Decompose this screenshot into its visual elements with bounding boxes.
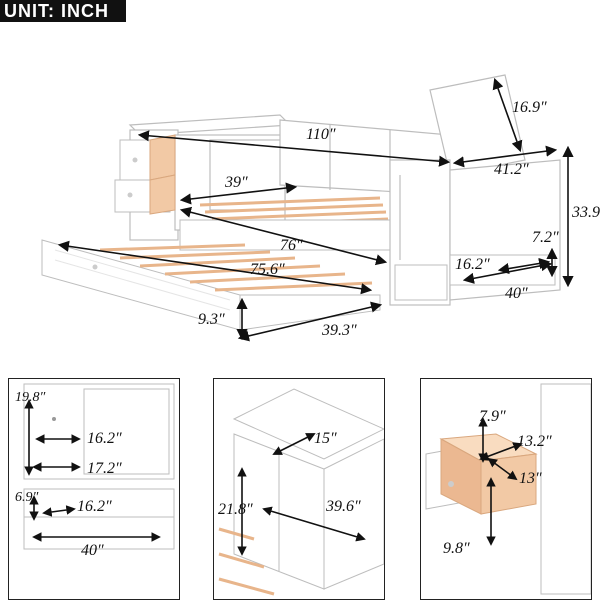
dim-right-height: 7.9″	[479, 408, 506, 425]
dim-length-overall: 110″	[306, 126, 336, 143]
dim-bed-width: 39″	[225, 174, 248, 191]
dimension-arrows	[57, 77, 574, 342]
dim-trundle-width: 39.3″	[322, 322, 357, 339]
dim-base-width: 40″	[505, 285, 528, 302]
dim-left-height-bottom: 6.9″	[15, 490, 39, 505]
dim-base-height: 7.2″	[532, 229, 559, 246]
unit-label: UNIT: INCH	[0, 0, 126, 22]
dim-lid-height: 16.9″	[512, 99, 547, 116]
detail-panel-right: 7.9″ 13.2″ 13″ 9.8″	[420, 378, 592, 600]
dim-left-width-bottom: 40″	[81, 542, 104, 559]
dim-middle-width: 39.6″	[326, 498, 361, 515]
dim-left-width-mid: 17.2″	[87, 460, 122, 477]
main-illustration	[41, 74, 574, 342]
dim-middle-depth: 15″	[314, 430, 337, 447]
dim-base-depth: 16.2″	[455, 256, 490, 273]
dim-trundle-height: 9.3″	[198, 311, 225, 328]
dim-right-depth: 13″	[519, 470, 542, 487]
detail-panel-middle: 15″ 21.8″ 39.6″	[213, 378, 385, 600]
dim-bed-length: 76″	[280, 237, 303, 254]
dim-left-depth-bottom: 16.2″	[77, 498, 112, 515]
dim-middle-height: 21.8″	[218, 501, 253, 518]
drawer-upper	[119, 134, 176, 181]
dim-right-width: 13.2″	[517, 433, 552, 450]
dim-trundle-length: 75.6″	[250, 261, 285, 278]
dim-left-depth-top: 16.2″	[87, 430, 122, 447]
dim-depth: 41.2″	[494, 161, 529, 178]
dim-right-front-height: 9.8″	[443, 540, 470, 557]
dim-height: 33.9″	[572, 204, 600, 221]
dim-left-height-top: 19.8″	[15, 390, 46, 405]
detail-panel-left: 19.8″ 16.2″ 17.2″ 6.9″ 16.2″ 40″	[8, 378, 180, 600]
drawer-lower	[114, 174, 176, 215]
